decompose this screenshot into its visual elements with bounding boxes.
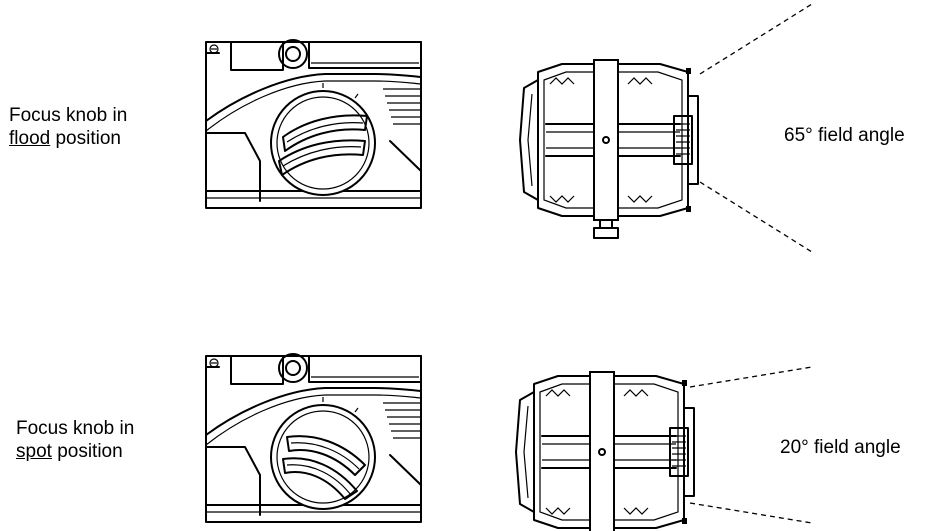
flood-caption: Focus knob in flood position <box>9 104 127 150</box>
spot-beam-lower-line <box>689 502 813 524</box>
spot-caption-rest: position <box>51 441 123 462</box>
spot-caption-keyword: spot <box>16 441 52 462</box>
flood-knob-closeup <box>205 39 422 209</box>
flood-caption-keyword: flood <box>9 128 51 149</box>
spot-field-angle-label: 20° field angle <box>780 437 901 458</box>
spot-beam-upper-line <box>689 366 813 388</box>
flood-field-angle-label: 65° field angle <box>784 125 905 146</box>
flood-fixture-side-view <box>519 59 699 239</box>
flood-beam-upper-line <box>699 3 813 75</box>
spot-knob-closeup <box>205 353 422 523</box>
flood-caption-line1: Focus knob in <box>9 105 128 126</box>
spot-fixture-side-view <box>515 371 695 531</box>
spot-caption-line1: Focus knob in <box>16 418 135 439</box>
flood-caption-rest: position <box>50 128 121 149</box>
flood-beam-lower-line <box>699 181 813 253</box>
spot-caption: Focus knob in spot position <box>16 417 134 463</box>
